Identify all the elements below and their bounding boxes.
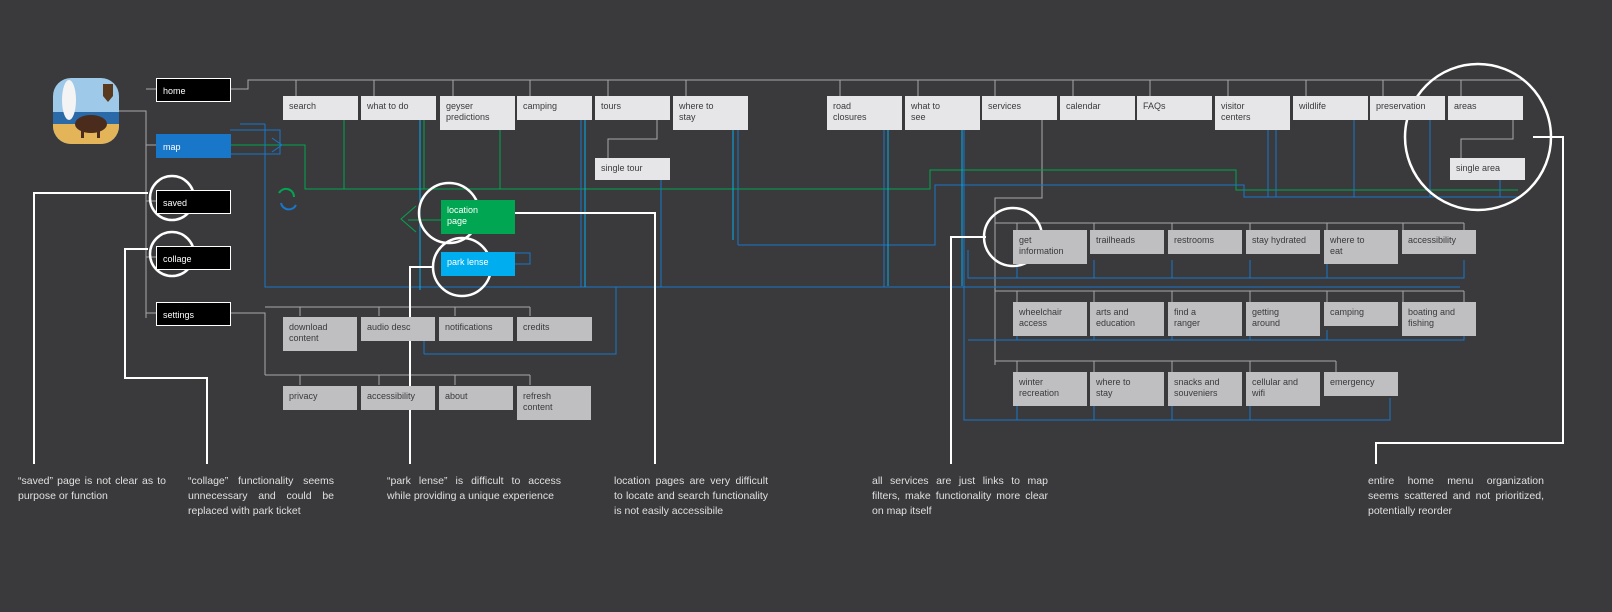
service-restrooms[interactable]: restrooms	[1168, 230, 1242, 254]
page-camping[interactable]: camping	[517, 96, 592, 120]
note-4: location pages are very difficult to loc…	[614, 475, 768, 517]
page-what-to-see[interactable]: what to see	[905, 96, 980, 130]
service-where-to-stay[interactable]: where to stay	[1090, 372, 1164, 406]
page-wildlife[interactable]: wildlife	[1293, 96, 1368, 120]
service-get-information[interactable]: get information	[1013, 230, 1087, 264]
settings-privacy[interactable]: privacy	[283, 386, 357, 410]
page-preservation[interactable]: preservation	[1370, 96, 1445, 120]
service-camping[interactable]: camping	[1324, 302, 1398, 326]
note-2: “collage” functionality seems unnecessar…	[188, 475, 334, 517]
park-lense-node[interactable]: park lense	[441, 252, 515, 276]
nav-settings[interactable]: settings	[156, 302, 231, 326]
location-page-node[interactable]: location page	[441, 200, 515, 234]
page-services[interactable]: services	[982, 96, 1057, 120]
nav-map[interactable]: map	[156, 134, 231, 158]
service-cellular-and-wifi[interactable]: cellular and wifi	[1246, 372, 1320, 406]
nav-saved[interactable]: saved	[156, 190, 231, 214]
service-arts-and-education[interactable]: arts and education	[1090, 302, 1164, 336]
page-where-to-stay[interactable]: where to stay	[673, 96, 748, 130]
service-getting-around[interactable]: getting around	[1246, 302, 1320, 336]
page-faqs[interactable]: FAQs	[1137, 96, 1212, 120]
service-snacks-and-souveniers[interactable]: snacks and souveniers	[1168, 372, 1242, 406]
settings-credits[interactable]: credits	[517, 317, 592, 341]
page-tours[interactable]: tours	[595, 96, 670, 120]
page-visitor-centers[interactable]: visitor centers	[1215, 96, 1290, 130]
settings-accessibility[interactable]: accessibility	[361, 386, 435, 410]
page-calendar[interactable]: calendar	[1060, 96, 1135, 120]
service-winter-recreation[interactable]: winter recreation	[1013, 372, 1087, 406]
settings-audio-desc[interactable]: audio desc	[361, 317, 435, 341]
page-single-area[interactable]: single area	[1450, 158, 1525, 180]
service-boating-and-fishing[interactable]: boating and fishing	[1402, 302, 1476, 336]
service-find-a-ranger[interactable]: find a ranger	[1168, 302, 1242, 336]
service-emergency[interactable]: emergency	[1324, 372, 1398, 396]
refresh-icon	[278, 187, 297, 211]
service-wheelchair-access[interactable]: wheelchair access	[1013, 302, 1087, 336]
settings-about[interactable]: about	[439, 386, 513, 410]
service-trailheads[interactable]: trailheads	[1090, 230, 1164, 254]
note-6: entire home menu organization seems scat…	[1368, 475, 1544, 517]
settings-download-content[interactable]: download content	[283, 317, 357, 351]
service-stay-hydrated[interactable]: stay hydrated	[1246, 230, 1320, 254]
page-search[interactable]: search	[283, 96, 358, 120]
page-road-closures[interactable]: road closures	[827, 96, 902, 130]
page-single-tour[interactable]: single tour	[595, 158, 670, 180]
page-what-to-do[interactable]: what to do	[361, 96, 436, 120]
page-areas[interactable]: areas	[1448, 96, 1523, 120]
service-accessibility[interactable]: accessibility	[1402, 230, 1476, 254]
note-1: “saved” page is not clear as to purpose …	[18, 475, 166, 502]
settings-notifications[interactable]: notifications	[439, 317, 513, 341]
service-where-to-eat[interactable]: where to eat	[1324, 230, 1398, 264]
note-3: “park lense” is difficult to access whil…	[387, 475, 561, 502]
settings-refresh-content[interactable]: refresh content	[517, 386, 591, 420]
page-geyser-predictions[interactable]: geyser predictions	[440, 96, 515, 130]
park-logo	[53, 78, 119, 144]
note-5: all services are just links to map filte…	[872, 475, 1048, 517]
nav-collage[interactable]: collage	[156, 246, 231, 270]
nav-home[interactable]: home	[156, 78, 231, 102]
